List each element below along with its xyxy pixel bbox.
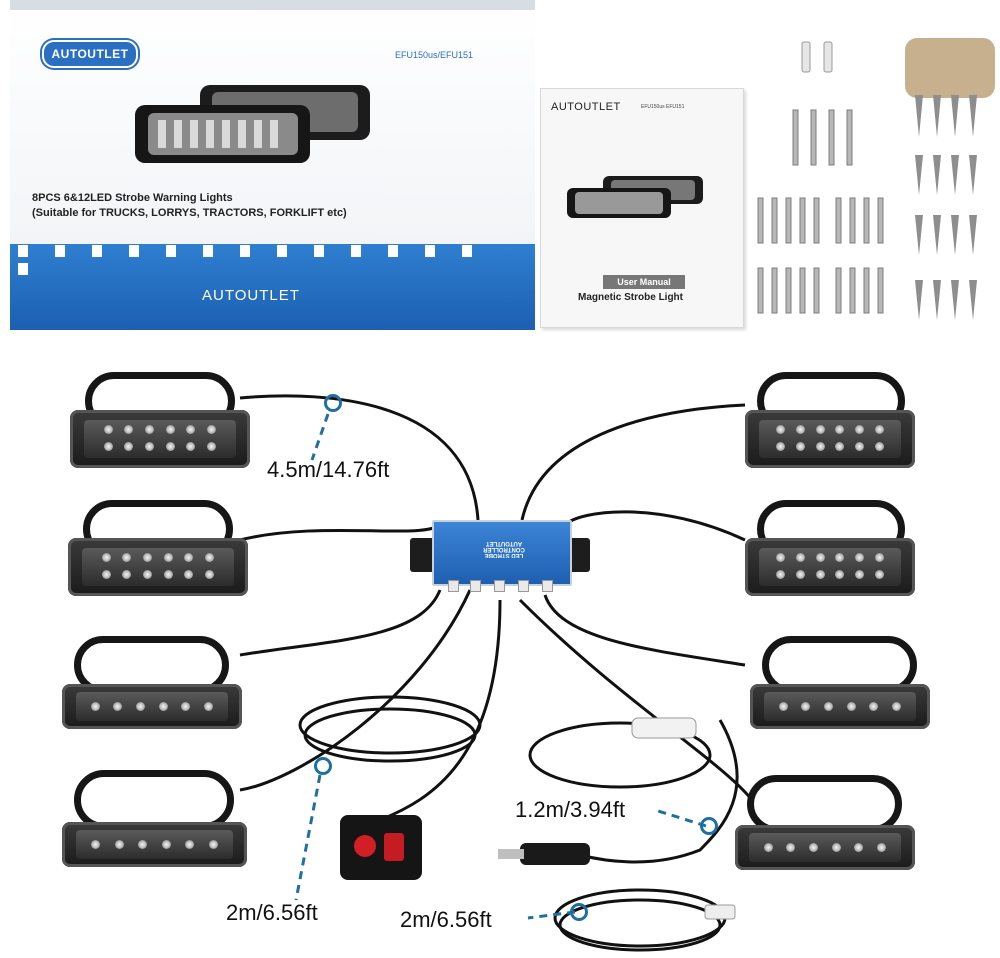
box-title-line-2: (Suitable for TRUCKS, LORRYS, TRACTORS, … bbox=[32, 207, 347, 219]
light-unit-2 bbox=[68, 500, 248, 600]
light-unit-7 bbox=[750, 636, 930, 731]
manual-title: Magnetic Strobe Light bbox=[578, 292, 683, 303]
marker-power-cable bbox=[700, 817, 718, 835]
bolt-set bbox=[757, 109, 884, 314]
fuse-holder bbox=[631, 717, 697, 739]
cigarette-plug bbox=[498, 843, 590, 865]
light-unit-4 bbox=[62, 770, 247, 870]
switch-cable-length: 2m/6.56ft bbox=[226, 900, 318, 925]
marker-switch-cable bbox=[314, 757, 332, 775]
light-cable-length: 4.5m/14.76ft bbox=[267, 457, 390, 482]
box-model-number: EFU150us/EFU151 bbox=[395, 50, 474, 60]
controller-port bbox=[470, 580, 481, 592]
controller-port bbox=[494, 580, 505, 592]
light-unit-3 bbox=[62, 636, 242, 731]
controller-port bbox=[542, 580, 553, 592]
manual-product-image bbox=[567, 176, 703, 218]
controller-body: LED STROBE CONTROLLER AUTOUTLET bbox=[432, 520, 572, 586]
adhesive-pad bbox=[905, 38, 995, 98]
manual-model: EFU150us EFU151 bbox=[641, 104, 685, 110]
hardware-kit bbox=[757, 38, 995, 320]
switch-body bbox=[340, 815, 422, 880]
switch-rocker bbox=[384, 833, 404, 861]
screw-set bbox=[915, 95, 977, 320]
box-blue-stripe bbox=[10, 244, 535, 330]
fuse-icon bbox=[801, 41, 833, 73]
controller-port bbox=[448, 580, 459, 592]
user-manual: AUTOUTLET EFU150us EFU151 User Manual Ma… bbox=[540, 88, 744, 328]
light-unit-6 bbox=[745, 500, 915, 600]
controller-port bbox=[518, 580, 529, 592]
box-logo: AUTOUTLET bbox=[42, 40, 138, 68]
box-product-image bbox=[135, 85, 370, 163]
box-brand-bottom: AUTOUTLET bbox=[202, 287, 300, 304]
cable-connector bbox=[704, 904, 736, 920]
light-unit-8 bbox=[735, 775, 915, 870]
light-unit-5 bbox=[745, 372, 915, 472]
power-cable-length: 1.2m/3.94ft bbox=[515, 797, 626, 822]
control-switch bbox=[340, 815, 422, 880]
extension-cable-length: 2m/6.56ft bbox=[400, 907, 492, 932]
box-top-edge bbox=[10, 0, 535, 10]
manual-brand: AUTOUTLET bbox=[551, 101, 621, 113]
product-box: AUTOUTLET EFU150us/EFU151 8PCS 6&12LED S… bbox=[10, 0, 535, 330]
box-title-line-1: 8PCS 6&12LED Strobe Warning Lights bbox=[32, 192, 233, 204]
manual-badge: User Manual bbox=[603, 275, 685, 289]
light-unit-1 bbox=[70, 372, 250, 472]
marker-extension-cable bbox=[570, 903, 588, 921]
box-title: 8PCS 6&12LED Strobe Warning Lights (Suit… bbox=[32, 191, 347, 221]
strobe-controller: LED STROBE CONTROLLER AUTOUTLET bbox=[410, 520, 590, 592]
switch-push-button bbox=[354, 835, 376, 857]
marker-light-cable bbox=[324, 394, 342, 412]
box-stripe-pattern bbox=[18, 244, 528, 275]
